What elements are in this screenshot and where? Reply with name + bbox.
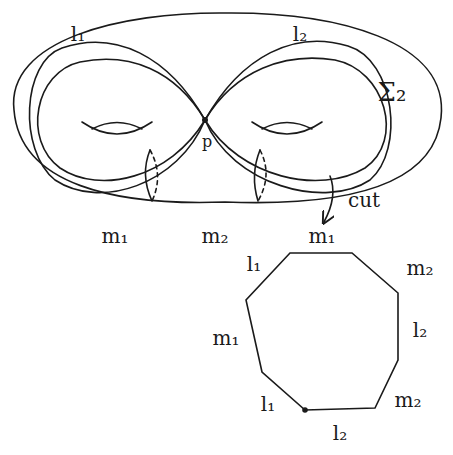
curve-label: l₁ <box>71 24 85 44</box>
meridian-curve <box>145 150 152 201</box>
edge-label: l₂ <box>413 320 427 340</box>
surface-label: Σ₂ <box>378 79 407 105</box>
hole <box>82 122 152 134</box>
edge-label: m₁ <box>213 328 240 348</box>
hole <box>262 123 312 130</box>
hole <box>252 122 322 134</box>
edge-label: m₂ <box>395 390 422 410</box>
tube-contour <box>38 59 205 180</box>
hole <box>92 123 142 130</box>
meridian-curve <box>258 150 266 201</box>
curve-label: m₁ <box>102 226 129 246</box>
vertex-mark <box>303 408 307 412</box>
longitude-curve <box>29 42 205 192</box>
curve-label: l₂ <box>293 24 307 44</box>
base-point <box>202 117 208 123</box>
point-label: p <box>202 134 212 150</box>
curve-label: m₂ <box>202 226 229 246</box>
surface-outline <box>14 13 442 203</box>
meridian-curve <box>150 150 158 201</box>
edge-label: l₁ <box>247 254 261 274</box>
edge-label: l₂ <box>333 423 347 443</box>
edge-label: m₁ <box>309 226 336 246</box>
octagon <box>246 253 398 410</box>
meridian-curve <box>254 150 260 201</box>
action-label: cut <box>348 190 380 210</box>
longitude-curve <box>205 41 391 192</box>
tube-contour <box>205 58 386 180</box>
cut-arrow <box>324 176 333 222</box>
edge-label: l₁ <box>261 394 275 414</box>
edge-label: m₂ <box>407 258 434 278</box>
